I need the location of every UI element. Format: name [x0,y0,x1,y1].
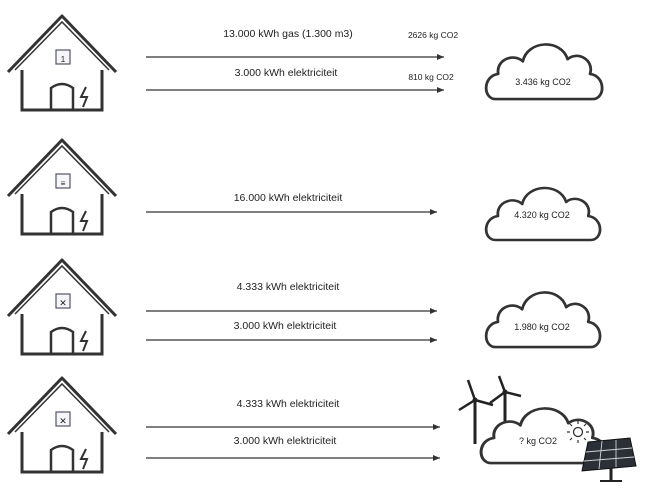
arrow-label: 4.333 kWh elektriciteit [237,281,340,293]
arrow-label: 16.000 kWh elektriciteit [234,192,343,204]
row-1: 1 13.000 kWh gas (1.300 m3) 2626 kg CO2 … [6,14,604,112]
row-3: ✕ 4.333 kWh elektriciteit 3.000 kWh elek… [6,258,602,356]
house-icon: ✕ [6,376,118,474]
svg-text:1: 1 [61,55,66,64]
arrow-label: 3.000 kWh elektriciteit [235,67,338,79]
arrow-label: 13.000 kWh gas (1.300 m3) [223,28,353,40]
wind-turbine-icon [458,379,494,444]
sun-icon [567,421,589,443]
svg-text:✕: ✕ [59,416,67,426]
co2-value: 2626 kg CO2 [408,30,458,40]
row-4: ✕ 4.333 kWh elektriciteit 3.000 kWh elek… [6,375,637,482]
arrow-label: 3.000 kWh elektriciteit [234,435,337,447]
house-icon: ✕ [6,258,118,356]
arrow-label: 4.333 kWh elektriciteit [237,398,340,410]
cloud-icon [484,43,604,101]
svg-text:✕: ✕ [59,298,67,308]
cloud-icon [484,291,602,349]
svg-text:≡: ≡ [61,179,66,188]
solar-panel-icon [581,437,637,482]
cloud-co2-label: 1.980 kg CO2 [514,322,570,332]
house-icon: 1 [6,14,118,112]
cloud-co2-label: 4.320 kg CO2 [514,210,570,220]
co2-value: 810 kg CO2 [408,72,454,82]
arrow-label: 3.000 kWh elektriciteit [234,320,337,332]
cloud-co2-label: 3.436 kg CO2 [515,77,571,87]
row-2: ≡ 16.000 kWh elektriciteit 4.320 kg CO2 [6,138,602,242]
cloud-co2-label: ? kg CO2 [519,436,557,446]
house-icon: ≡ [6,138,118,236]
